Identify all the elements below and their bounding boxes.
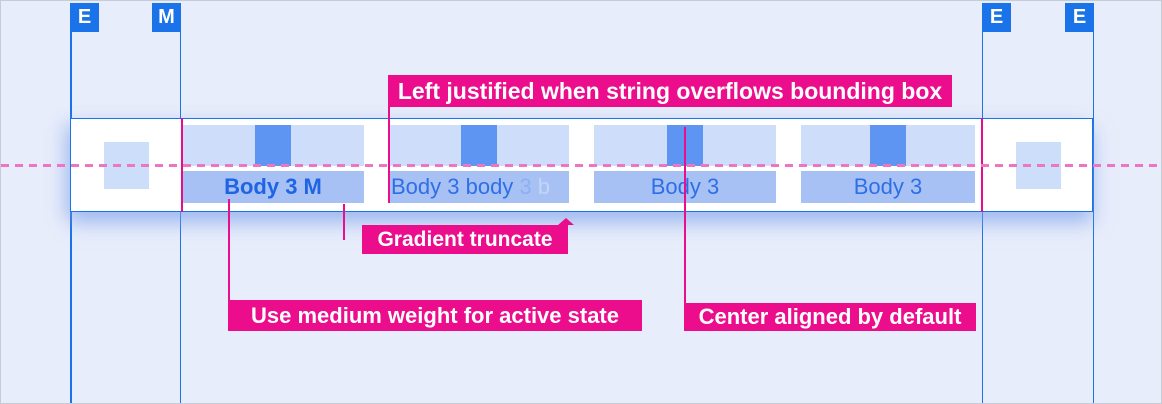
tab-label-faded-part: b: [537, 174, 551, 199]
alignment-annotation-label: Center aligned by default: [684, 303, 976, 331]
truncate-annotation-caret-icon: [558, 218, 574, 225]
tab-item[interactable]: Body 3: [801, 125, 975, 203]
tab-content-placeholder: [389, 125, 569, 166]
truncate-annotation-label: Gradient truncate: [362, 225, 568, 254]
margin-chip-m: M: [152, 3, 181, 32]
tab-content-placeholder: [801, 125, 975, 166]
active-weight-annotation-pointer-line: [228, 199, 230, 300]
margin-chip-e-right-edge: E: [1065, 3, 1094, 32]
margin-chip-e-left: E: [70, 3, 99, 32]
right-edge-guide-line: [1092, 3, 1094, 403]
tab-item-active[interactable]: Body 3 M: [182, 125, 364, 203]
tab-label: Body 3: [801, 171, 975, 203]
alignment-annotation-pointer-line: [684, 127, 686, 303]
overflow-annotation-label: Left justified when string overflows bou…: [388, 75, 952, 107]
tab-label-solid-part: Body 3 body: [391, 174, 520, 199]
tab-icon-placeholder: [255, 125, 291, 166]
overflow-annotation-pointer-line: [388, 107, 390, 203]
tab-icon-placeholder: [870, 125, 906, 166]
tab-content-placeholder: [182, 125, 364, 166]
center-dashed-line: [1, 164, 1161, 167]
active-weight-annotation-label: Use medium weight for active state: [228, 300, 642, 331]
tab-label: Body 3 body 3 b: [389, 171, 569, 203]
tab-label-fading-part: 3: [519, 174, 538, 199]
tab-item-truncated[interactable]: Body 3 body 3 b: [389, 125, 569, 203]
tab-label: Body 3 M: [182, 171, 364, 203]
truncate-annotation-pointer-line: [342, 204, 345, 240]
margin-chip-e-right-inner: E: [982, 3, 1011, 32]
tab-icon-placeholder: [461, 125, 497, 166]
